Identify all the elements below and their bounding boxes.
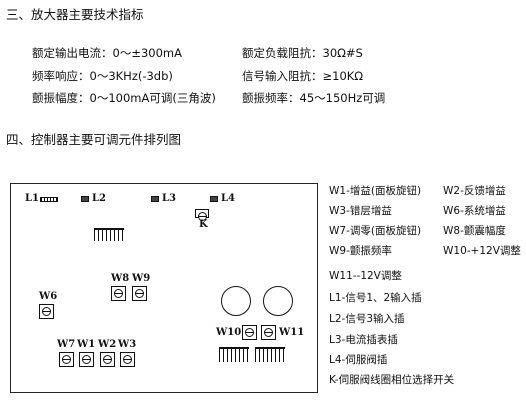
label-W9: W9 bbox=[132, 273, 151, 284]
legend-W7: W7-调零(面板旋钮) bbox=[329, 225, 422, 237]
legend-L3: L3-电流插表插 bbox=[329, 334, 398, 346]
pot-W8 bbox=[111, 286, 126, 301]
connector-L4 bbox=[210, 196, 218, 202]
label-K: K bbox=[199, 219, 208, 230]
label-W8: W8 bbox=[111, 273, 130, 284]
capacitor-1 bbox=[221, 286, 251, 316]
spec-dither-frequency: 颤振频率：45～150Hz可调 bbox=[242, 91, 386, 105]
spec-dither-amplitude: 颤振幅度：0～100mA可调(三角波) bbox=[32, 91, 216, 105]
legend-W1: W1-增益(面板旋钮) bbox=[329, 185, 422, 197]
label-W11: W11 bbox=[279, 327, 305, 338]
spec-load-impedance: 额定负载阻抗：30Ω#S bbox=[242, 46, 363, 60]
label-W7: W7 bbox=[57, 339, 76, 350]
label-L3: L3 bbox=[162, 193, 176, 204]
legend-L1: L1-信号1、2输入插 bbox=[329, 292, 422, 304]
label-W3: W3 bbox=[118, 339, 137, 350]
connector-L3 bbox=[151, 196, 159, 202]
heatsink-top bbox=[94, 228, 124, 241]
pot-W7 bbox=[59, 352, 74, 367]
heatsink-bottom-left bbox=[219, 347, 249, 362]
capacitor-2 bbox=[263, 286, 293, 316]
legend-L4: L4-伺服阀插 bbox=[329, 354, 388, 366]
connector-L2 bbox=[81, 196, 89, 202]
legend-W2: W2-反馈增益 bbox=[443, 185, 506, 197]
pot-W3 bbox=[120, 352, 135, 367]
spec-input-impedance: 信号输入阻抗：≥10KΩ bbox=[242, 69, 364, 83]
pot-W9 bbox=[132, 286, 147, 301]
label-L2: L2 bbox=[92, 193, 106, 204]
spec-frequency-response: 频率响应：0～3KHz(-3db) bbox=[32, 69, 173, 83]
label-W6: W6 bbox=[39, 291, 58, 302]
controller-board-diagram: L1 L2 L3 L4 K W8 W9 W6 W10 W11 W7 W1 W2 … bbox=[10, 183, 318, 393]
section4-title: 四、控制器主要可调元件排列图 bbox=[6, 132, 182, 147]
pot-W11 bbox=[261, 325, 276, 340]
legend-K: K-伺服阀线圈相位选择开关 bbox=[329, 374, 455, 386]
heatsink-bottom-right bbox=[255, 347, 285, 362]
label-L4: L4 bbox=[221, 193, 235, 204]
connector-L1 bbox=[40, 197, 58, 202]
legend-W11: W11--12V调整 bbox=[329, 270, 402, 282]
label-L1: L1 bbox=[25, 193, 39, 204]
legend-L2: L2-信号3输入插 bbox=[329, 313, 405, 325]
legend-W3: W3-错层增益 bbox=[329, 205, 392, 217]
pot-W6 bbox=[39, 304, 54, 319]
pot-W10 bbox=[242, 325, 257, 340]
spec-rated-current: 额定输出电流：0～±300mA bbox=[32, 46, 182, 60]
pot-W2 bbox=[100, 352, 115, 367]
legend-W10: W10-+12V调整 bbox=[443, 245, 521, 257]
pot-W1 bbox=[79, 352, 94, 367]
legend-W9: W9-颤振频率 bbox=[329, 245, 392, 257]
legend-W6: W6-系统增益 bbox=[443, 205, 506, 217]
section3-title: 三、放大器主要技术指标 bbox=[6, 7, 144, 22]
label-W10: W10 bbox=[216, 327, 242, 338]
label-W2: W2 bbox=[98, 339, 117, 350]
switch-K bbox=[195, 209, 209, 221]
label-W1: W1 bbox=[77, 339, 96, 350]
legend-W8: W8-颤震幅度 bbox=[443, 225, 506, 237]
